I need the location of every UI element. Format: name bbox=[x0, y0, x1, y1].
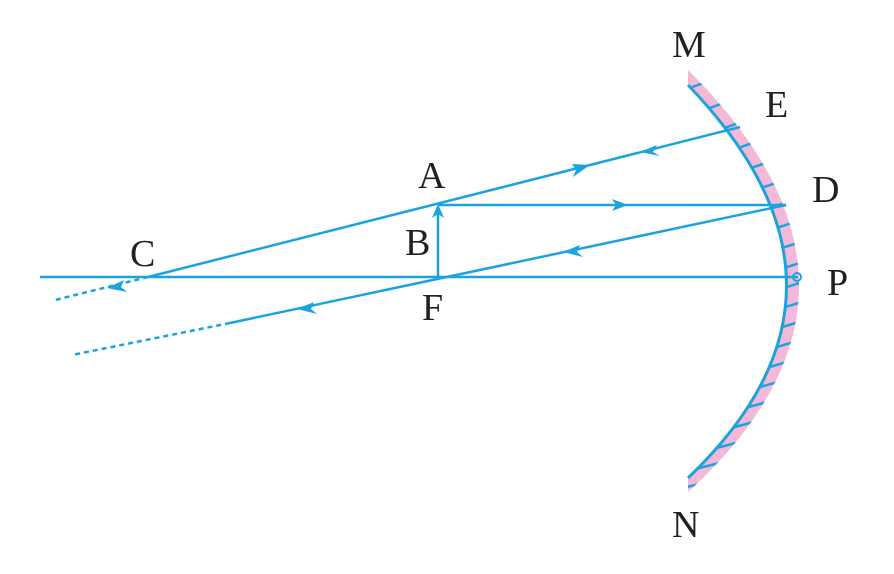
ray-reflected-through-focus bbox=[229, 203, 787, 325]
label-a: A bbox=[418, 155, 446, 197]
ray-arrowheads bbox=[107, 145, 660, 314]
label-c: C bbox=[130, 233, 155, 275]
arrowhead-reflected-focus-2 bbox=[297, 302, 317, 314]
label-d: D bbox=[812, 169, 839, 211]
mirror-reflecting-surface bbox=[686, 83, 788, 480]
label-e: E bbox=[765, 84, 788, 126]
mirror-hatching bbox=[688, 70, 799, 492]
mirror-back-fill bbox=[688, 70, 799, 492]
label-b: B bbox=[405, 222, 430, 264]
concave-mirror bbox=[686, 70, 799, 492]
ray-focus-extension bbox=[71, 321, 231, 357]
object-arrowhead bbox=[432, 204, 444, 218]
label-m: M bbox=[672, 24, 706, 66]
ray-center-extension bbox=[54, 275, 149, 302]
pole-marker bbox=[792, 272, 802, 282]
label-p: P bbox=[827, 262, 848, 304]
label-f: F bbox=[422, 287, 443, 329]
arrowhead-parallel bbox=[612, 199, 628, 211]
label-n: N bbox=[672, 504, 699, 546]
arrowhead-reflected-focus-1 bbox=[563, 245, 583, 257]
arrowhead-center-exit bbox=[107, 280, 127, 292]
point-labels: M E A D B C P F N bbox=[130, 24, 848, 546]
arrowhead-reflected-center bbox=[640, 145, 660, 156]
arrowhead-incident-center bbox=[572, 164, 590, 177]
